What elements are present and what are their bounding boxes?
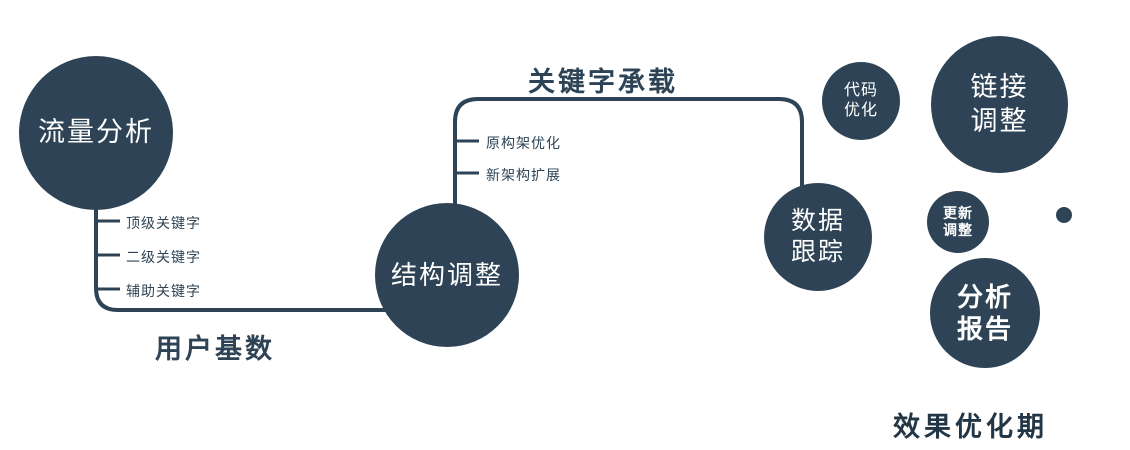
node-update-adjust-line1: 更新	[943, 204, 973, 221]
branch-label-new-arch-expand: 新架构扩展	[486, 167, 561, 183]
node-structure-adjust: 结构调整	[375, 203, 519, 347]
edge-label-keyword-carry: 关键字承载	[528, 67, 678, 97]
node-update-adjust: 更新 调整	[927, 191, 989, 253]
node-analysis-report-line2: 报告	[956, 314, 1013, 344]
node-analysis-report-line1: 分析	[956, 281, 1013, 312]
node-link-adjust-line1: 链接	[970, 71, 1029, 102]
branch-label-orig-arch-opt: 原构架优化	[486, 135, 561, 151]
node-code-optimize: 代码 优化	[822, 62, 900, 140]
node-update-adjust-line2: 调整	[943, 222, 973, 238]
edge-label-user-base: 用户基数	[155, 334, 275, 364]
node-data-tracking-line1: 数据	[790, 206, 845, 235]
node-code-optimize-line1: 代码	[843, 82, 878, 99]
branch-label-top-keyword: 顶级关键字	[126, 215, 201, 231]
node-code-optimize-line2: 优化	[843, 102, 878, 119]
caption-effect-optimization: 效果优化期	[893, 412, 1048, 442]
node-link-adjust-line2: 调整	[970, 105, 1029, 136]
edge-structure-to-tracking	[453, 97, 804, 215]
node-data-tracking-line2: 跟踪	[790, 238, 845, 266]
branch-label-secondary-keyword: 二级关键字	[126, 249, 201, 265]
decorative-dot	[1056, 207, 1072, 223]
node-data-tracking: 数据 跟踪	[764, 183, 872, 291]
node-traffic-analysis: 流量分析	[19, 56, 173, 210]
node-traffic-analysis-label: 流量分析	[38, 117, 154, 148]
branch-label-auxiliary-keyword: 辅助关键字	[126, 283, 201, 299]
node-analysis-report: 分析 报告	[930, 258, 1040, 368]
node-structure-adjust-label: 结构调整	[390, 259, 503, 290]
node-link-adjust: 链接 调整	[931, 36, 1068, 173]
